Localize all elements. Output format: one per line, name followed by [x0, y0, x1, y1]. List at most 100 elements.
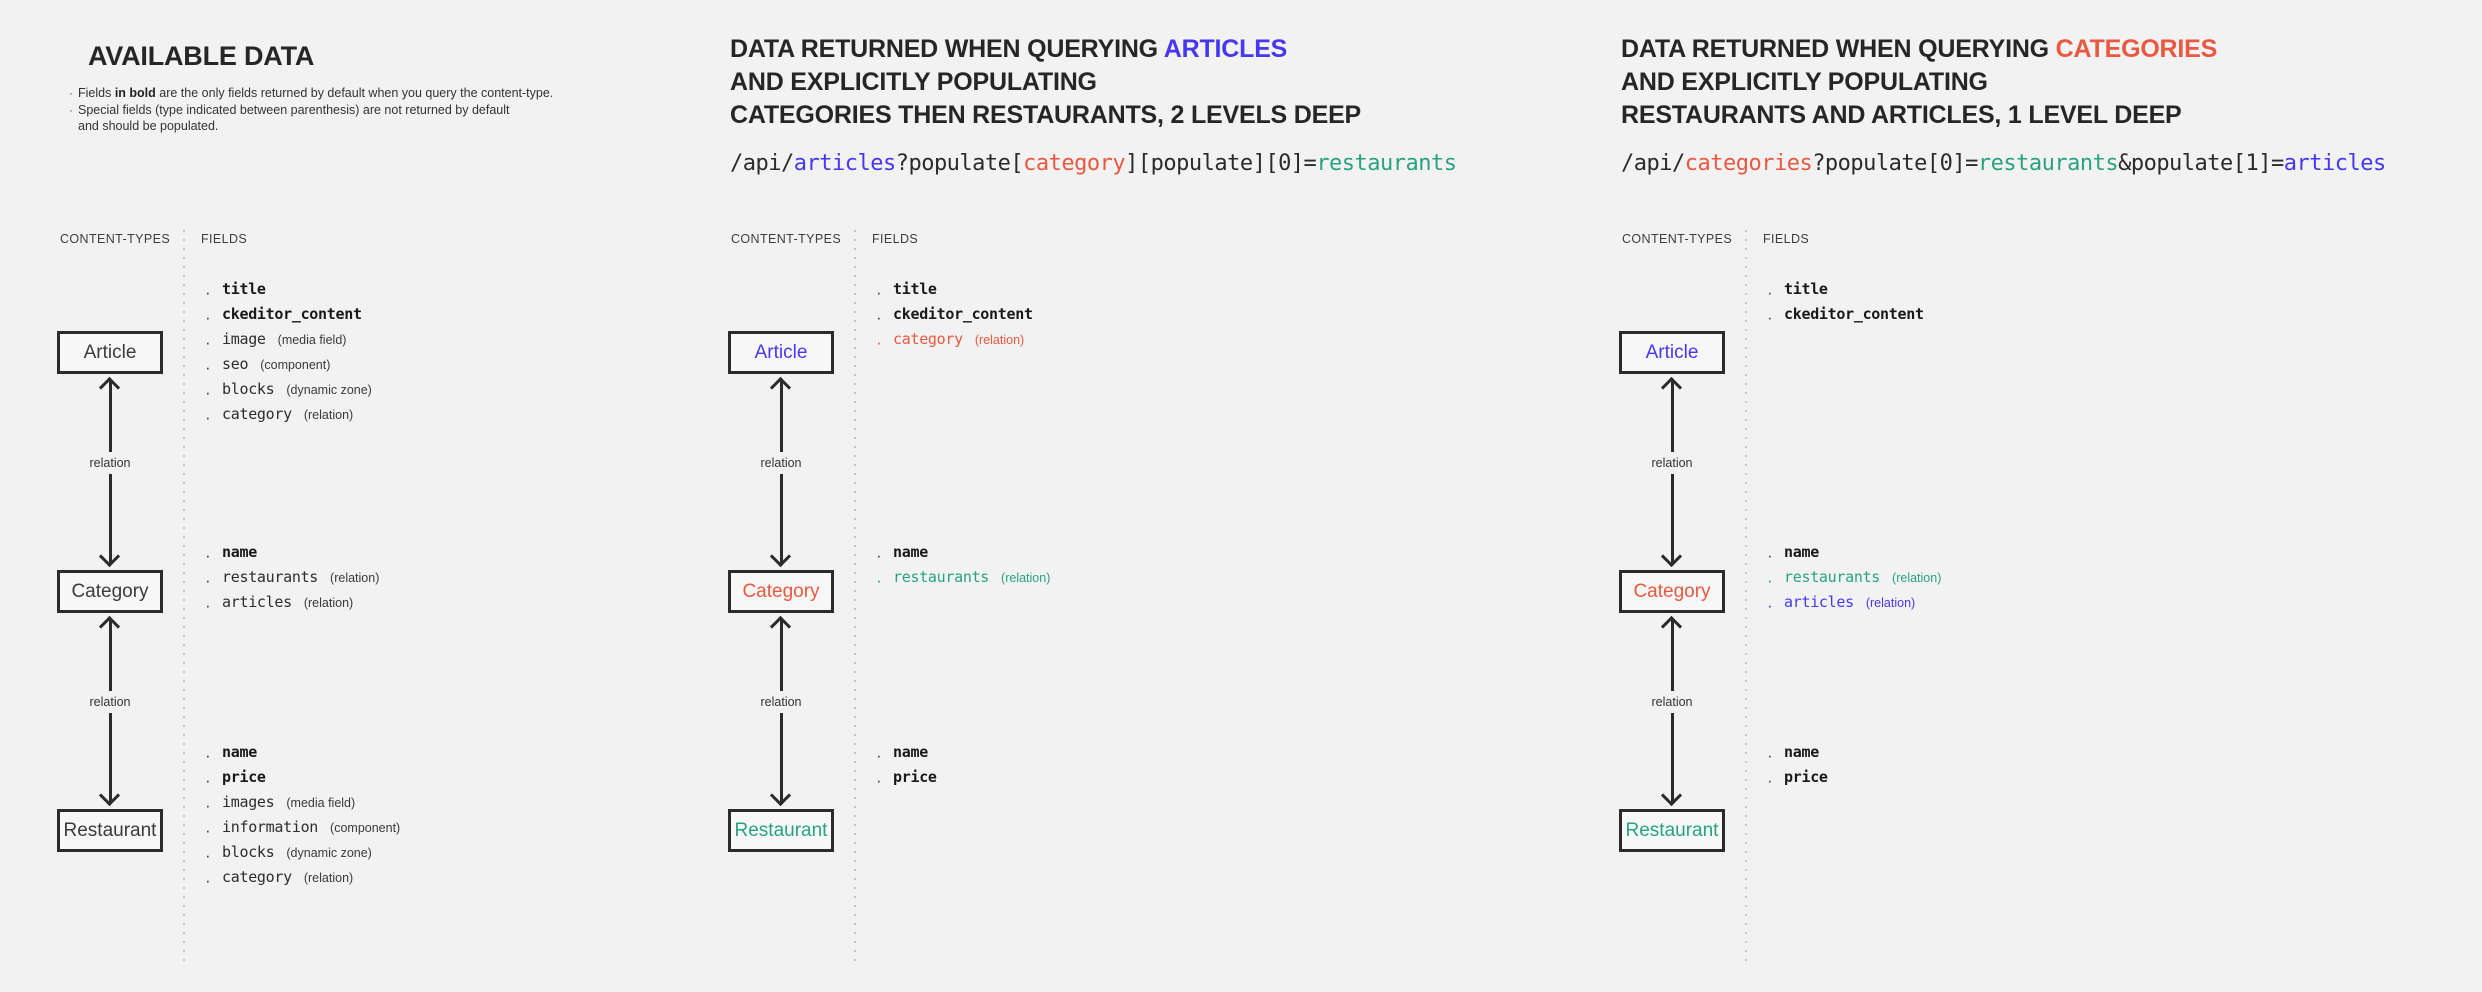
- field-name: restaurants: [222, 568, 319, 586]
- note-text: are the only fields returned by default …: [155, 86, 554, 100]
- field-type: (relation): [303, 871, 354, 885]
- field-list-category: ·name·restaurants(relation)·articles(rel…: [1767, 543, 1941, 618]
- field-item: · images (media field): [205, 793, 400, 818]
- field-item: ·blocks(dynamic zone): [205, 380, 372, 405]
- dotted-column-divider: [854, 230, 856, 962]
- field-item: · restaurants (relation): [205, 568, 379, 593]
- content-type-box-category: Category: [57, 570, 163, 613]
- arrow-head-down-icon: [98, 784, 121, 807]
- content-type-label: Article: [754, 341, 808, 363]
- relation-arrow-article-category: relation: [758, 376, 804, 568]
- heading-text: AVAILABLE DATA: [88, 41, 315, 71]
- note-line: and should be populated.: [78, 118, 510, 135]
- relation-label: relation: [758, 691, 804, 713]
- field-item: ·blocks(dynamic zone): [205, 843, 400, 868]
- field-item: ·name: [1767, 543, 1941, 568]
- field-type: (relation): [330, 571, 380, 585]
- field-item: · title: [876, 280, 1033, 305]
- field-name: name: [1784, 543, 1819, 561]
- content-type-label: Category: [71, 580, 149, 602]
- relation-label: relation: [87, 691, 133, 713]
- heading-line: DATA RETURNED WHEN QUERYING CATEGORIES: [1621, 33, 2217, 66]
- field-bullet: ·: [876, 307, 882, 327]
- api-url: /api/categories?populate[0]=restaurants&…: [1621, 151, 2386, 176]
- api-url: /api/articles?populate[category][populat…: [730, 151, 1457, 176]
- field-bullet: ·: [205, 770, 211, 790]
- field-name: restaurants: [1784, 568, 1881, 586]
- note-item: ·Fields in bold are the only fields retu…: [64, 85, 553, 102]
- content-type-box-article: Article: [1619, 331, 1725, 374]
- field-type: (relation): [303, 596, 354, 610]
- field-list-article: · title · ckeditor_content ·image(media fiel…: [205, 280, 372, 430]
- field-item: ·category(relation): [205, 405, 372, 430]
- field-item: · ckeditor_content: [876, 305, 1033, 330]
- api-url-text: &populate[1]=: [2118, 151, 2284, 176]
- field-list-category: ·name·restaurants(relation)·articles(rel…: [205, 543, 379, 618]
- field-bullet: ·: [876, 745, 882, 765]
- field-type: (media field): [286, 796, 356, 810]
- field-type: (relation): [1892, 571, 1942, 585]
- field-bullet: ·: [205, 845, 211, 865]
- field-item: ·restaurants(relation): [876, 568, 1050, 593]
- field-type: (media field): [277, 333, 347, 347]
- field-bullet: ·: [205, 407, 211, 427]
- field-bullet: ·: [205, 570, 211, 590]
- note-text: in bold: [114, 86, 156, 100]
- field-name: name: [893, 743, 928, 761]
- field-bullet: ·: [205, 795, 211, 815]
- field-name: name: [1784, 743, 1819, 761]
- heading-text: RESTAURANTS AND ARTICLES, 1 LEVEL DEEP: [1621, 101, 2182, 129]
- panel-available-data: AVAILABLE DATA ·Fields in bold are the o…: [56, 0, 896, 992]
- field-name: price: [893, 768, 937, 786]
- content-types-column-label: CONTENT-TYPES: [1622, 232, 1733, 246]
- note-text: Fields: [78, 86, 115, 100]
- content-type-label: Restaurant: [1625, 819, 1719, 841]
- heading-text: CATEGORIES THEN RESTAURANTS, 2 LEVELS DE…: [730, 101, 1362, 129]
- field-name: ckeditor_content: [222, 305, 362, 323]
- fields-column-label: FIELDS: [1763, 232, 1810, 246]
- relation-label: relation: [87, 452, 133, 474]
- field-item: ·category(relation): [876, 330, 1033, 355]
- field-type: (relation): [1001, 571, 1051, 585]
- fields-column-label: FIELDS: [872, 232, 919, 246]
- content-type-box-category: Category: [1619, 570, 1725, 613]
- relation-arrow-article-category: relation: [1649, 376, 1695, 568]
- field-list-restaurant: ·name·price: [1767, 743, 1828, 793]
- field-bullet: ·: [876, 282, 882, 302]
- field-name: title: [893, 280, 937, 298]
- field-bullet: ·: [1767, 745, 1773, 765]
- heading-line: AVAILABLE DATA: [88, 40, 314, 73]
- field-item: ·name: [205, 743, 400, 768]
- content-type-label: Restaurant: [734, 819, 828, 841]
- field-name: ckeditor_content: [893, 305, 1033, 323]
- field-item: ·image(media field): [205, 330, 372, 355]
- api-url-highlight: restaurants: [1316, 151, 1457, 176]
- field-list-article: · title · ckeditor_content ·category(relatio…: [876, 280, 1033, 355]
- content-type-label: Article: [1645, 341, 1699, 363]
- field-item: ·name: [876, 543, 1050, 568]
- field-bullet: ·: [876, 545, 882, 565]
- field-name: images: [222, 793, 275, 811]
- field-name: title: [222, 280, 266, 298]
- field-bullet: ·: [205, 595, 211, 615]
- content-type-label: Restaurant: [63, 819, 157, 841]
- content-type-box-restaurant: Restaurant: [728, 809, 834, 852]
- field-bullet: ·: [1767, 282, 1773, 302]
- field-list-article: ·title·ckeditor_content: [1767, 280, 1924, 330]
- field-item: ·name: [205, 543, 379, 568]
- field-item: ·articles(relation): [1767, 593, 1941, 618]
- field-name: category: [222, 868, 292, 886]
- field-name: articles: [1784, 593, 1854, 611]
- field-item: · name: [1767, 743, 1828, 768]
- field-type: (dynamic zone): [286, 383, 372, 397]
- content-type-box-restaurant: Restaurant: [57, 809, 163, 852]
- content-type-box-article: Article: [57, 331, 163, 374]
- note-text: Special fields (type indicated between p…: [78, 102, 510, 117]
- field-bullet: ·: [205, 332, 211, 352]
- field-bullet: ·: [876, 332, 882, 352]
- content-type-label: Category: [1633, 580, 1711, 602]
- heading-line: DATA RETURNED WHEN QUERYING ARTICLES: [730, 33, 1361, 66]
- note-item: ·Special fields (type indicated between …: [64, 102, 553, 135]
